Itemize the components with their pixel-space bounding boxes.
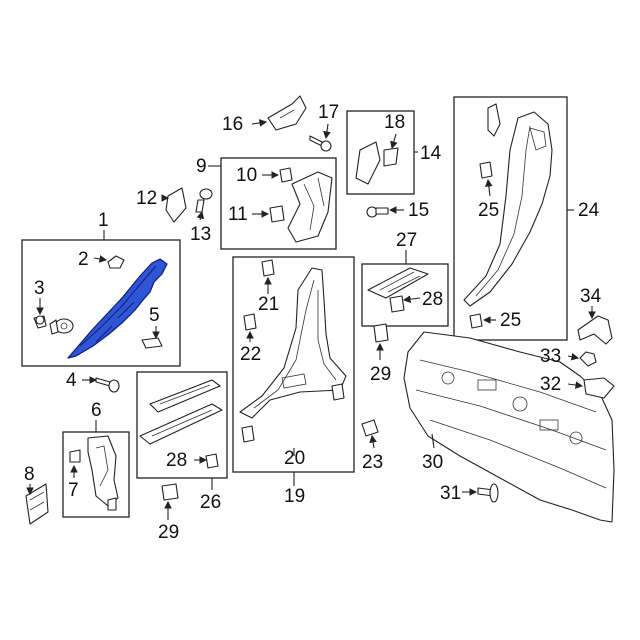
screw-part-17 xyxy=(309,135,332,152)
group-box-9 xyxy=(220,157,337,250)
clip-part-2 xyxy=(107,255,125,269)
callout-7: 7 xyxy=(68,480,79,501)
callout-15: 15 xyxy=(408,200,429,221)
callout-3: 3 xyxy=(34,278,45,299)
clip-part-5 xyxy=(141,337,163,349)
sill-plate-part-26 xyxy=(139,379,223,445)
bracket-part-12 xyxy=(165,187,187,223)
callout-6: 6 xyxy=(91,400,102,421)
callout-14: 14 xyxy=(420,143,442,164)
callout-25-top: 25 xyxy=(478,200,499,221)
group-box-24 xyxy=(453,96,568,341)
callout-10: 10 xyxy=(236,165,257,186)
clip-part-7 xyxy=(69,449,117,511)
callout-17: 17 xyxy=(318,102,339,123)
clip-part-20-a xyxy=(241,383,345,443)
bolt-part-4 xyxy=(95,377,120,393)
a-pillar-trim-part xyxy=(67,258,168,359)
c-pillar-trim-part-24 xyxy=(463,111,553,307)
bracket-part-14 xyxy=(355,141,399,185)
retainer-part-3b xyxy=(49,318,74,335)
pad-part-27 xyxy=(367,267,429,299)
callout-1: 1 xyxy=(98,210,109,231)
clip-part-10 xyxy=(279,167,293,183)
callout-16: 16 xyxy=(222,114,243,135)
clip-part-25-bottom xyxy=(469,313,483,329)
callout-29-right: 29 xyxy=(370,364,391,385)
callout-34: 34 xyxy=(580,286,602,307)
callout-32: 32 xyxy=(540,374,561,395)
clip-part-28-right xyxy=(389,295,405,313)
callout-27: 27 xyxy=(396,230,417,251)
callout-29-left: 29 xyxy=(158,522,179,543)
b-pillar-lower-part-20 xyxy=(239,267,347,419)
group-box-26 xyxy=(136,371,228,479)
nut-part-33 xyxy=(579,351,597,367)
clip-part-11 xyxy=(269,205,285,223)
callout-4: 4 xyxy=(66,370,77,391)
callout-28-right: 28 xyxy=(422,289,443,310)
callout-2: 2 xyxy=(78,249,89,270)
callout-11: 11 xyxy=(228,204,248,225)
bracket-part-8 xyxy=(25,483,49,525)
clip-part-28-left xyxy=(205,453,219,469)
callout-26: 26 xyxy=(200,492,221,513)
bolt-part-13 xyxy=(195,188,213,213)
callout-5: 5 xyxy=(149,305,160,326)
trim-part-34 xyxy=(577,315,613,345)
callout-8: 8 xyxy=(24,464,35,485)
callout-20: 20 xyxy=(284,448,305,469)
callout-9: 9 xyxy=(196,156,207,177)
callout-21: 21 xyxy=(258,294,279,315)
fastener-part-31 xyxy=(477,483,499,503)
callout-25-bottom: 25 xyxy=(500,310,521,331)
callout-12: 12 xyxy=(136,188,157,209)
lower-trim-part-6 xyxy=(87,435,119,507)
b-pillar-upper-part-9 xyxy=(287,171,333,243)
screw-part-15 xyxy=(366,206,389,218)
group-box-1 xyxy=(21,239,181,367)
clip-part-29-right xyxy=(373,323,389,343)
rear-panel-part-30 xyxy=(403,331,615,523)
clip-part-24-top xyxy=(487,103,501,137)
callout-13: 13 xyxy=(190,224,211,245)
screw-part-3 xyxy=(33,315,47,329)
callout-30: 30 xyxy=(422,452,443,473)
callout-23: 23 xyxy=(362,452,383,473)
group-box-27 xyxy=(361,263,449,327)
callout-19: 19 xyxy=(284,486,305,507)
callout-labels: 1 2 3 4 5 6 7 8 9 10 11 12 13 14 15 16 1… xyxy=(24,102,602,543)
callout-22: 22 xyxy=(240,344,261,365)
callout-24: 24 xyxy=(578,200,600,221)
clip-part-29-left xyxy=(161,483,179,501)
leader-lines xyxy=(26,119,596,520)
clip-part-23 xyxy=(361,419,379,437)
callout-31: 31 xyxy=(440,483,461,504)
clip-part-22 xyxy=(243,313,257,331)
callout-33: 33 xyxy=(540,346,561,367)
clip-part-21 xyxy=(261,259,275,277)
callout-28-left: 28 xyxy=(166,450,187,471)
clip-part-25-top xyxy=(479,161,493,179)
callout-18: 18 xyxy=(384,112,405,133)
clip-part-32 xyxy=(583,377,615,399)
bracket-part-16 xyxy=(267,95,307,131)
